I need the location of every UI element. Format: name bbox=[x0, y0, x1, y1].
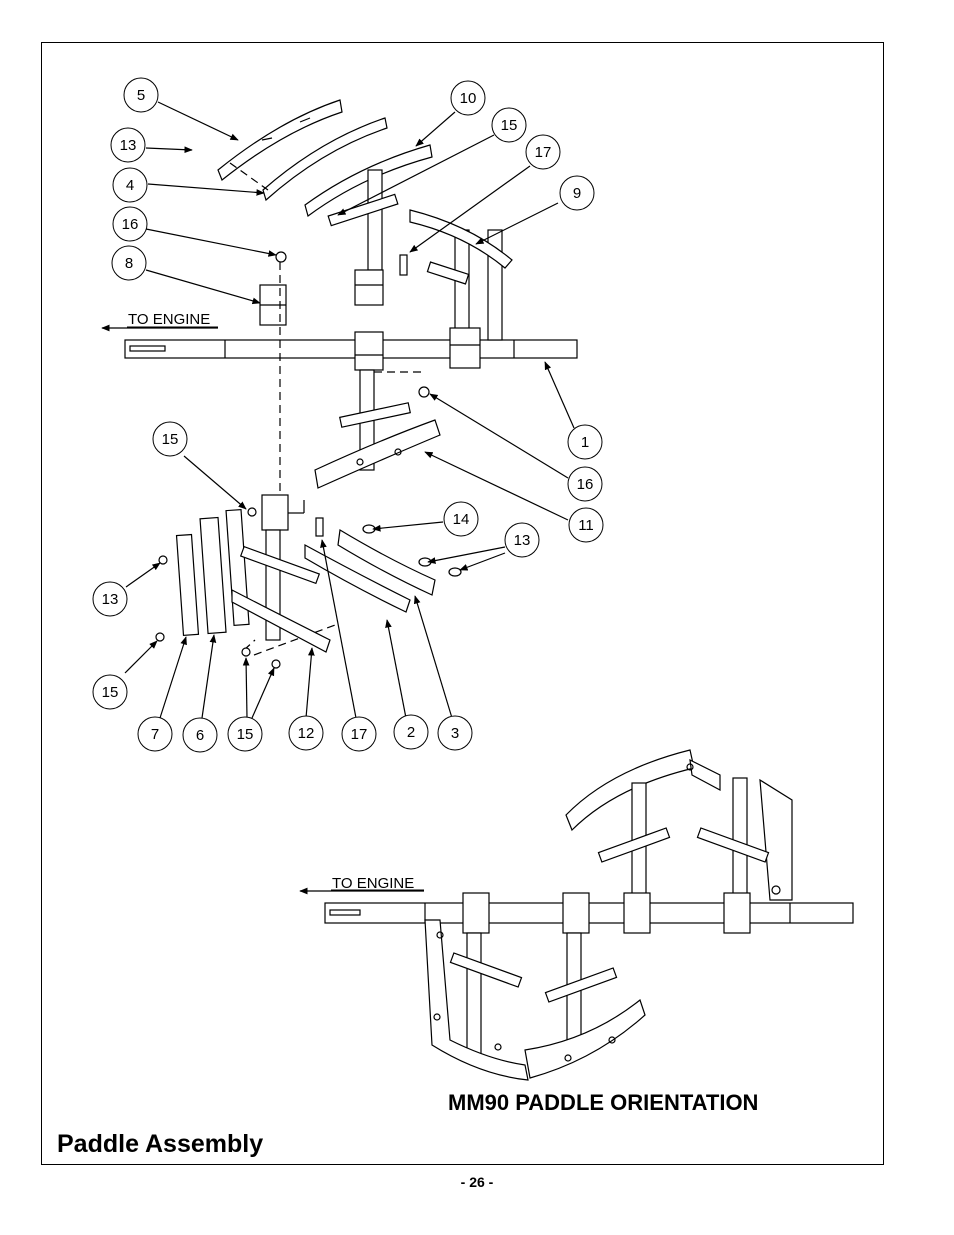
callout-1: 5 bbox=[123, 77, 159, 113]
callout-3: 4 bbox=[112, 167, 148, 203]
callout-5: 8 bbox=[111, 245, 147, 281]
callout-18: 7 bbox=[137, 716, 173, 752]
orientation-title: MM90 PADDLE ORIENTATION bbox=[448, 1090, 759, 1115]
svg-text:16: 16 bbox=[577, 476, 594, 493]
lower-paddle-group bbox=[155, 494, 462, 669]
svg-text:17: 17 bbox=[535, 144, 552, 161]
to-engine-label-main: TO ENGINE bbox=[128, 311, 210, 328]
callout-17: 15 bbox=[92, 674, 128, 710]
svg-text:12: 12 bbox=[298, 725, 315, 742]
svg-text:13: 13 bbox=[514, 532, 531, 549]
svg-text:13: 13 bbox=[102, 591, 119, 608]
callout-9: 9 bbox=[559, 175, 595, 211]
svg-text:8: 8 bbox=[125, 255, 133, 272]
callout-19: 6 bbox=[182, 717, 218, 753]
callout-10: 1 bbox=[567, 424, 603, 460]
svg-text:6: 6 bbox=[196, 727, 204, 744]
callout-12: 11 bbox=[568, 507, 604, 543]
lower-arm bbox=[314, 369, 441, 489]
svg-text:13: 13 bbox=[120, 137, 137, 154]
svg-text:2: 2 bbox=[407, 724, 415, 741]
callout-11: 16 bbox=[567, 466, 603, 502]
callout-8: 17 bbox=[525, 134, 561, 170]
callout-15: 13 bbox=[504, 522, 540, 558]
svg-text:15: 15 bbox=[162, 431, 179, 448]
callout-20: 15 bbox=[227, 716, 263, 752]
svg-text:9: 9 bbox=[573, 185, 581, 202]
page-title: Paddle Assembly bbox=[57, 1130, 264, 1158]
callout-6: 10 bbox=[450, 80, 486, 116]
clamp-8 bbox=[259, 251, 287, 326]
svg-text:15: 15 bbox=[102, 684, 119, 701]
svg-text:15: 15 bbox=[501, 117, 518, 134]
main-shaft bbox=[124, 339, 578, 359]
callout-21: 12 bbox=[288, 715, 324, 751]
callout-2: 13 bbox=[110, 127, 146, 163]
svg-text:7: 7 bbox=[151, 726, 159, 743]
svg-text:3: 3 bbox=[451, 725, 459, 742]
upper-arm bbox=[327, 169, 513, 371]
svg-text:16: 16 bbox=[122, 216, 139, 233]
svg-text:1: 1 bbox=[581, 434, 589, 451]
callout-22: 17 bbox=[341, 716, 377, 752]
svg-text:15: 15 bbox=[237, 726, 254, 743]
svg-text:4: 4 bbox=[126, 177, 134, 194]
page-number: - 26 - bbox=[460, 1174, 494, 1190]
to-engine-label-orientation: TO ENGINE bbox=[332, 875, 414, 892]
callout-24: 3 bbox=[437, 715, 473, 751]
page-frame bbox=[41, 42, 884, 1165]
svg-text:14: 14 bbox=[453, 511, 470, 528]
callout-circles: 5 13 4 16 8 10 15 17 9 1 16 11 15 14 13 … bbox=[92, 77, 604, 753]
top-paddle-plates bbox=[217, 99, 433, 224]
orientation-assembly bbox=[324, 749, 854, 1081]
callout-14: 14 bbox=[443, 501, 479, 537]
callout-23: 2 bbox=[393, 714, 429, 750]
callout-16: 13 bbox=[92, 581, 128, 617]
callout-13: 15 bbox=[152, 421, 188, 457]
svg-text:11: 11 bbox=[578, 517, 594, 534]
callout-leaders bbox=[124, 101, 575, 719]
callout-7: 15 bbox=[491, 107, 527, 143]
svg-text:10: 10 bbox=[460, 90, 477, 107]
svg-text:17: 17 bbox=[351, 726, 368, 743]
callout-4: 16 bbox=[112, 206, 148, 242]
svg-text:5: 5 bbox=[137, 87, 145, 104]
